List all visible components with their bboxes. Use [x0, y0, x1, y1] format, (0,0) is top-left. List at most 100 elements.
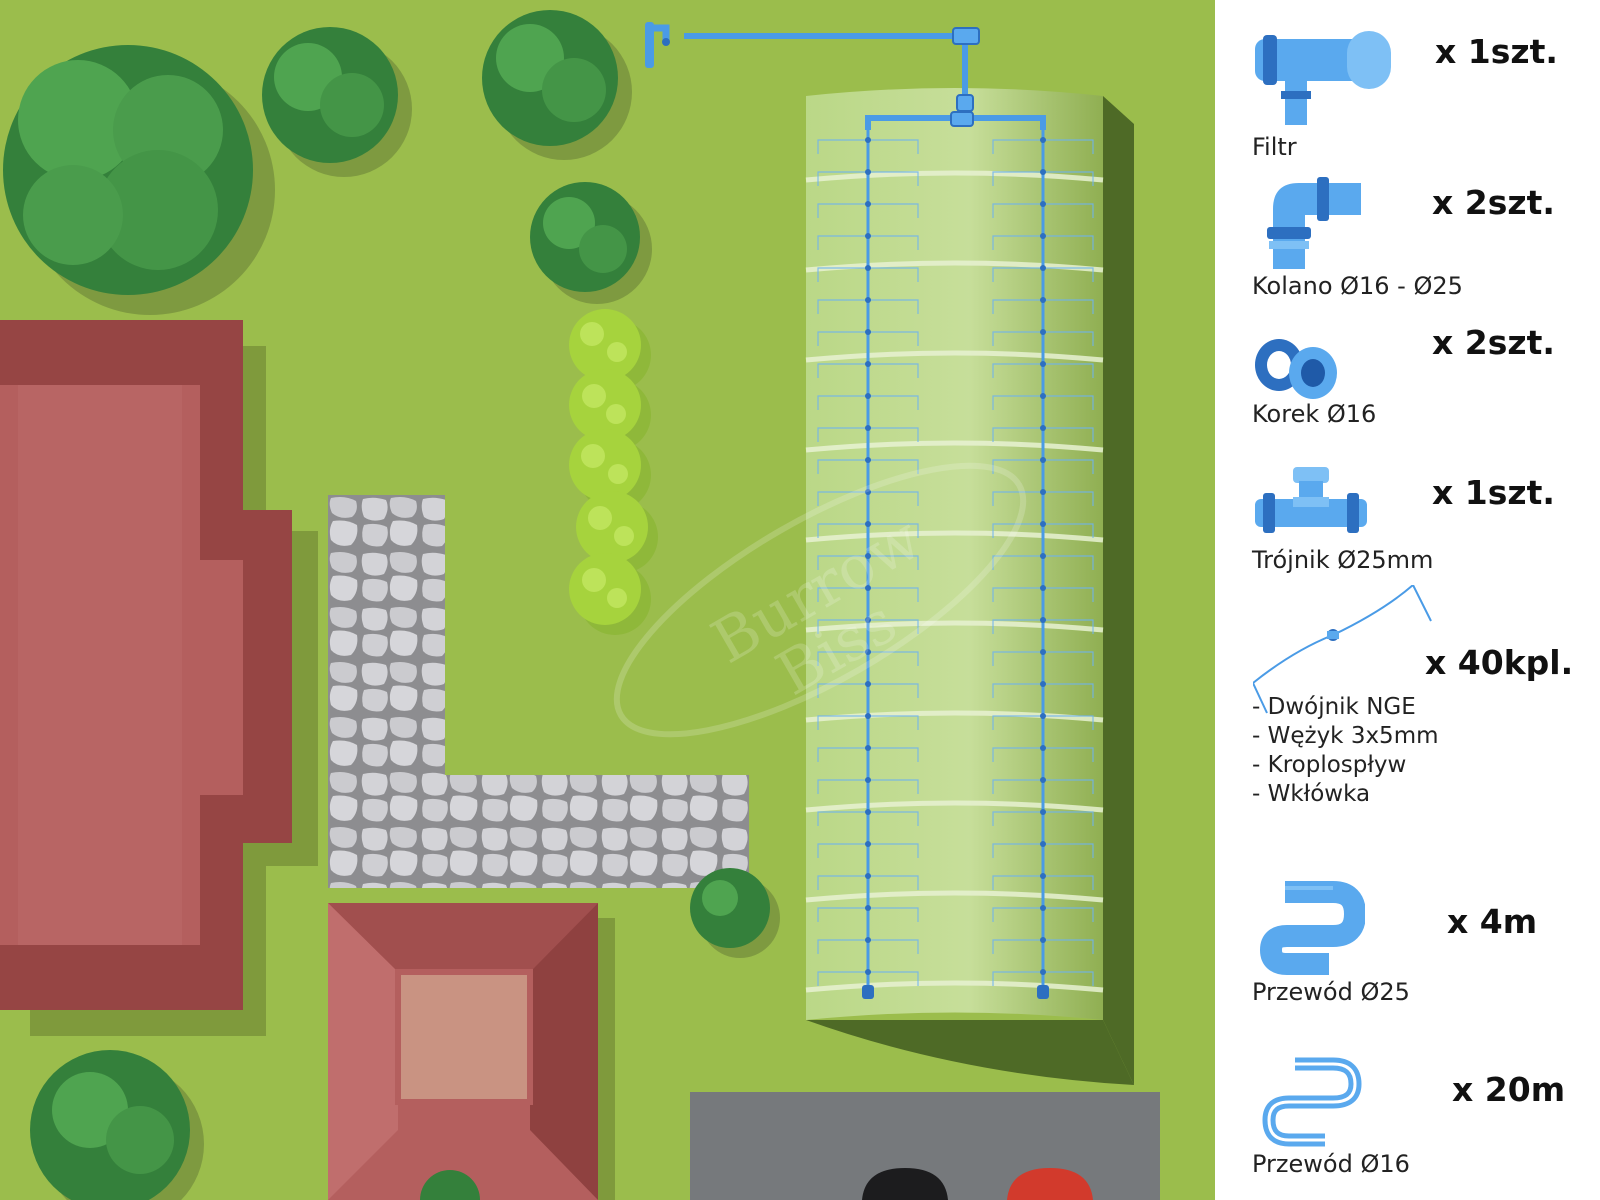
tee-icon — [1255, 467, 1367, 533]
dripper-kit-components: - Dwójnik NGE - Wężyk 3x5mm - Kroplospły… — [1252, 693, 1439, 809]
hose-25-icon — [1259, 881, 1365, 975]
dripper-connector — [865, 841, 871, 847]
dripper-connector — [1040, 969, 1046, 975]
dripper-connector — [865, 201, 871, 207]
part-quantity: x 1szt. — [1435, 32, 1558, 71]
dripper-connector — [865, 969, 871, 975]
dripper-connector — [865, 393, 871, 399]
dripper-connector — [865, 489, 871, 495]
hose-16-icon — [1262, 1057, 1362, 1147]
dripper-connector — [1040, 393, 1046, 399]
filter-icon — [1255, 31, 1391, 125]
dripper-connector — [865, 521, 871, 527]
greenhouse-rib — [805, 440, 1104, 453]
dripper-connector — [1040, 265, 1046, 271]
stone-path — [328, 495, 749, 888]
part-quantity: x 40kpl. — [1425, 643, 1574, 682]
dripper-connector — [1040, 841, 1046, 847]
dripper-connector — [1040, 457, 1046, 463]
dripper-connector — [865, 681, 871, 687]
component-item: - Wężyk 3x5mm — [1252, 723, 1439, 749]
component-item: - Dwójnik NGE — [1252, 694, 1416, 720]
dripper-connector — [865, 937, 871, 943]
part-quantity: x 4m — [1447, 902, 1538, 941]
dripper-connector — [865, 617, 871, 623]
dripper-connector — [1040, 169, 1046, 175]
dripper-connector — [1040, 617, 1046, 623]
dripper-connector — [865, 361, 871, 367]
dripper-connector — [865, 329, 871, 335]
part-end-cap: Korek Ø16 x 2szt. — [1215, 305, 1600, 445]
part-quantity: x 2szt. — [1432, 183, 1555, 222]
dripper-connector — [1040, 873, 1046, 879]
part-name: Kolano Ø16 - Ø25 — [1252, 272, 1463, 300]
greenhouse-rib — [805, 530, 1104, 543]
part-dripper-kit: - Dwójnik NGE - Wężyk 3x5mm - Kroplospły… — [1215, 585, 1600, 840]
greenhouse-tunnel — [805, 88, 1134, 1085]
dripper-connector — [1040, 425, 1046, 431]
dripper-connector — [865, 169, 871, 175]
greenhouse-rib — [805, 890, 1104, 903]
dripper-kit-icon — [1253, 585, 1432, 714]
greenhouse-rib — [805, 260, 1104, 273]
part-name: Filtr — [1252, 133, 1297, 161]
part-quantity: x 1szt. — [1432, 473, 1555, 512]
part-hose-25: Przewód Ø25 x 4m — [1215, 870, 1600, 1030]
dripper-connector — [1040, 905, 1046, 911]
dripper-connector — [1040, 809, 1046, 815]
greenhouse-rib — [805, 980, 1104, 993]
greenhouse-rib — [805, 170, 1104, 183]
dripper-connector — [1040, 521, 1046, 527]
part-quantity: x 20m — [1452, 1070, 1566, 1109]
dripper-connector — [1040, 297, 1046, 303]
part-elbow: Kolano Ø16 - Ø25 x 2szt. — [1215, 165, 1600, 305]
dripper-connector — [1040, 233, 1046, 239]
dripper-connector — [1040, 553, 1046, 559]
dripper-connector — [1040, 201, 1046, 207]
greenhouse-rib — [805, 710, 1104, 723]
dripper-connector — [1040, 937, 1046, 943]
greenhouse-rib — [805, 800, 1104, 813]
end-cap-icon — [1255, 339, 1337, 399]
garden-plan-illustration: Burrow Biss — [0, 0, 1215, 1200]
parts-list-panel: Filtr x 1szt. Kolano Ø16 - Ø25 x 2szt. K… — [1215, 0, 1600, 1200]
part-tee: Trójnik Ø25mm x 1szt. — [1215, 445, 1600, 585]
dripper-connector — [1040, 777, 1046, 783]
dripper-connector — [1040, 681, 1046, 687]
component-item: - Wkłówka — [1252, 781, 1371, 807]
dripper-connector — [865, 265, 871, 271]
greenhouse-rib — [805, 620, 1104, 633]
dripper-connector — [865, 777, 871, 783]
dripper-connector — [865, 649, 871, 655]
part-hose-16: Przewód Ø16 x 20m — [1215, 1030, 1600, 1200]
dripper-connector — [865, 585, 871, 591]
dripper-connector — [865, 553, 871, 559]
part-filter: Filtr x 1szt. — [1215, 0, 1600, 165]
water-tap-icon — [645, 22, 670, 68]
part-name: Trójnik Ø25mm — [1252, 546, 1434, 574]
dripper-connector — [1040, 489, 1046, 495]
house-left — [0, 320, 318, 1036]
dripper-connector — [1040, 585, 1046, 591]
part-name: Przewód Ø16 — [1252, 1150, 1410, 1178]
dripper-connector — [865, 873, 871, 879]
elbow-icon — [1267, 177, 1361, 269]
greenhouse-rib — [805, 350, 1104, 363]
dripper-connector — [865, 713, 871, 719]
dripper-connector — [1040, 137, 1046, 143]
part-quantity: x 2szt. — [1432, 323, 1555, 362]
end-cap — [1037, 985, 1049, 999]
house-small — [328, 903, 615, 1200]
part-name: Przewód Ø25 — [1252, 978, 1410, 1006]
dripper-connector — [865, 809, 871, 815]
dripper-connector — [865, 745, 871, 751]
hedge — [569, 309, 658, 635]
dripper-connector — [1040, 329, 1046, 335]
trees — [3, 10, 780, 1200]
dripper-connector — [865, 905, 871, 911]
dripper-connector — [1040, 713, 1046, 719]
dripper-connector — [865, 457, 871, 463]
dripper-connector — [865, 425, 871, 431]
dripper-connector — [1040, 649, 1046, 655]
dripper-connector — [865, 137, 871, 143]
